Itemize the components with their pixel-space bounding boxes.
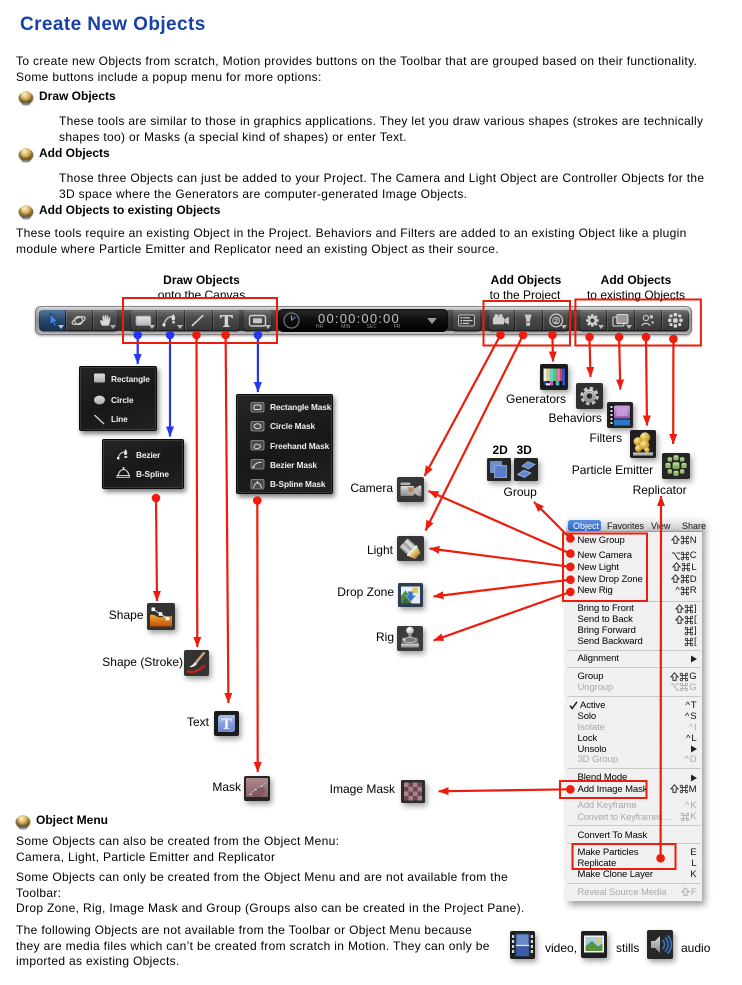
svg-text:2: 2 — [554, 318, 558, 325]
svg-text:T: T — [221, 716, 232, 733]
